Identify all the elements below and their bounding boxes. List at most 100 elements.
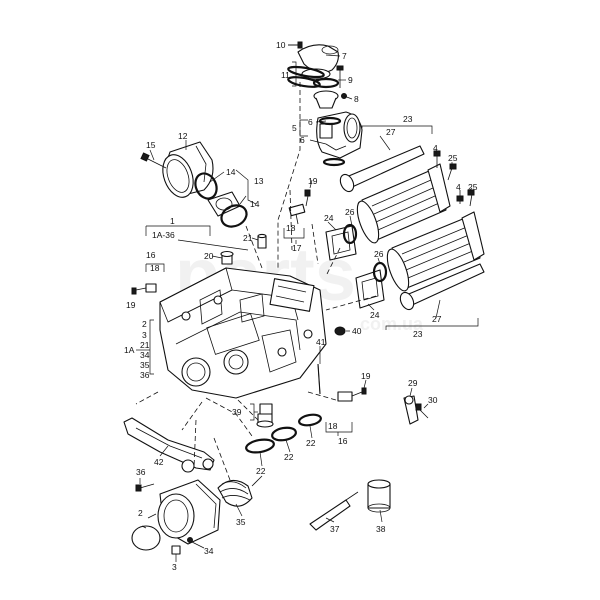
callout-18c: 18 bbox=[328, 421, 338, 431]
callout-22a: 22 bbox=[256, 466, 266, 476]
callout-24a: 24 bbox=[324, 213, 334, 223]
cartridge-38 bbox=[367, 479, 391, 513]
callout-19c: 19 bbox=[361, 371, 371, 381]
callout-18b: 18 bbox=[286, 223, 296, 233]
callout-19a: 19 bbox=[126, 300, 136, 310]
sensor-17 bbox=[288, 189, 311, 225]
bolt-15 bbox=[140, 152, 167, 169]
callout-3a: 3 bbox=[142, 330, 147, 340]
intake-elbow bbox=[297, 44, 339, 80]
callout-22b: 22 bbox=[284, 452, 294, 462]
dashed-lines bbox=[135, 82, 377, 481]
gasket-11 bbox=[287, 65, 325, 88]
callout-37: 37 bbox=[330, 524, 340, 534]
callout-36a: 36 bbox=[140, 370, 150, 380]
seals-39 bbox=[256, 403, 274, 428]
callout-2b: 2 bbox=[138, 508, 143, 518]
oring-9 bbox=[312, 65, 344, 89]
callout-1a: 1A bbox=[124, 345, 135, 355]
callout-23a: 23 bbox=[403, 114, 413, 124]
gasket-24-top bbox=[325, 225, 357, 261]
bypass-pipe-42 bbox=[123, 417, 215, 473]
callout-35b: 35 bbox=[236, 517, 246, 527]
callout-34b: 34 bbox=[204, 546, 214, 556]
callout-6a: 6 bbox=[308, 117, 313, 127]
callout-9: 9 bbox=[348, 75, 353, 85]
callout-1a36: 1A-36 bbox=[152, 230, 175, 240]
callout-16a: 16 bbox=[146, 250, 156, 260]
gaskets-22 bbox=[245, 413, 322, 454]
callout-27a: 27 bbox=[386, 127, 396, 137]
callout-23b: 23 bbox=[413, 329, 423, 339]
charge-tube-27-top bbox=[339, 145, 425, 193]
callout-labels: 10 7 11 9 8 6 5 6 12 15 14 13 14 1 1A-36… bbox=[124, 40, 478, 572]
intercooler-bottom bbox=[386, 211, 485, 292]
callout-6b: 6 bbox=[300, 135, 305, 145]
callout-42: 42 bbox=[154, 457, 164, 467]
callout-27b: 27 bbox=[432, 314, 442, 324]
callout-22c: 22 bbox=[306, 438, 316, 448]
intake-duct-12 bbox=[162, 141, 214, 198]
callout-17: 17 bbox=[292, 243, 302, 253]
charge-tube-27-bottom bbox=[399, 263, 485, 311]
callout-25a: 25 bbox=[448, 153, 458, 163]
gasket-2 bbox=[131, 525, 161, 551]
gasket-24-bottom bbox=[355, 269, 385, 309]
oring-26-top bbox=[342, 223, 358, 245]
leader-lines bbox=[136, 44, 479, 562]
callout-36b: 36 bbox=[136, 467, 146, 477]
cap-8 bbox=[313, 90, 347, 109]
callout-21a: 21 bbox=[140, 340, 150, 350]
callout-8: 8 bbox=[354, 94, 359, 104]
callout-7: 7 bbox=[342, 51, 347, 61]
sleeve-21 bbox=[257, 233, 267, 249]
hose-35 bbox=[217, 475, 263, 507]
callout-30: 30 bbox=[428, 395, 438, 405]
callout-15: 15 bbox=[146, 140, 156, 150]
callout-20: 20 bbox=[204, 251, 214, 261]
callout-16b: 16 bbox=[338, 436, 348, 446]
callout-38: 38 bbox=[376, 524, 386, 534]
callout-3b: 3 bbox=[172, 562, 177, 572]
intercooler-top bbox=[356, 163, 451, 244]
callout-12: 12 bbox=[178, 131, 188, 141]
callout-14b: 14 bbox=[250, 199, 260, 209]
nut-40 bbox=[334, 326, 346, 336]
callout-1: 1 bbox=[170, 216, 175, 226]
bracket-29 bbox=[403, 395, 419, 425]
callout-39: 39 bbox=[232, 407, 242, 417]
plug-20 bbox=[220, 250, 234, 265]
callout-10: 10 bbox=[276, 40, 286, 50]
callout-11: 11 bbox=[281, 70, 290, 80]
watermark-url: com.ua bbox=[360, 314, 424, 334]
sensor-18-left bbox=[131, 283, 157, 295]
callout-24b: 24 bbox=[370, 310, 380, 320]
callout-25b: 25 bbox=[468, 182, 478, 192]
bolt-36 bbox=[135, 483, 155, 492]
callout-14a: 14 bbox=[226, 167, 236, 177]
seal-6 bbox=[318, 116, 346, 167]
callout-26b: 26 bbox=[374, 249, 384, 259]
supercharger-housing bbox=[159, 267, 327, 399]
callout-40: 40 bbox=[352, 326, 362, 336]
callout-5: 5 bbox=[292, 123, 297, 133]
callout-4b: 4 bbox=[456, 182, 461, 192]
gaskets-14 bbox=[194, 172, 248, 228]
callout-26a: 26 bbox=[345, 207, 355, 217]
callout-13: 13 bbox=[254, 176, 264, 186]
callout-4a: 4 bbox=[433, 143, 438, 153]
callout-29: 29 bbox=[408, 378, 418, 388]
throttle-body-2 bbox=[157, 479, 221, 545]
bolt-30 bbox=[415, 403, 429, 419]
sensor-18-right bbox=[337, 387, 367, 402]
callout-21b: 21 bbox=[243, 233, 253, 243]
callout-18a: 18 bbox=[150, 263, 160, 273]
callout-2a: 2 bbox=[142, 319, 147, 329]
tool-37 bbox=[309, 491, 359, 531]
stud-41 bbox=[317, 363, 321, 395]
callout-35a: 35 bbox=[140, 360, 150, 370]
bolts-4-25-bottom bbox=[456, 189, 475, 207]
callout-41: 41 bbox=[316, 337, 326, 347]
